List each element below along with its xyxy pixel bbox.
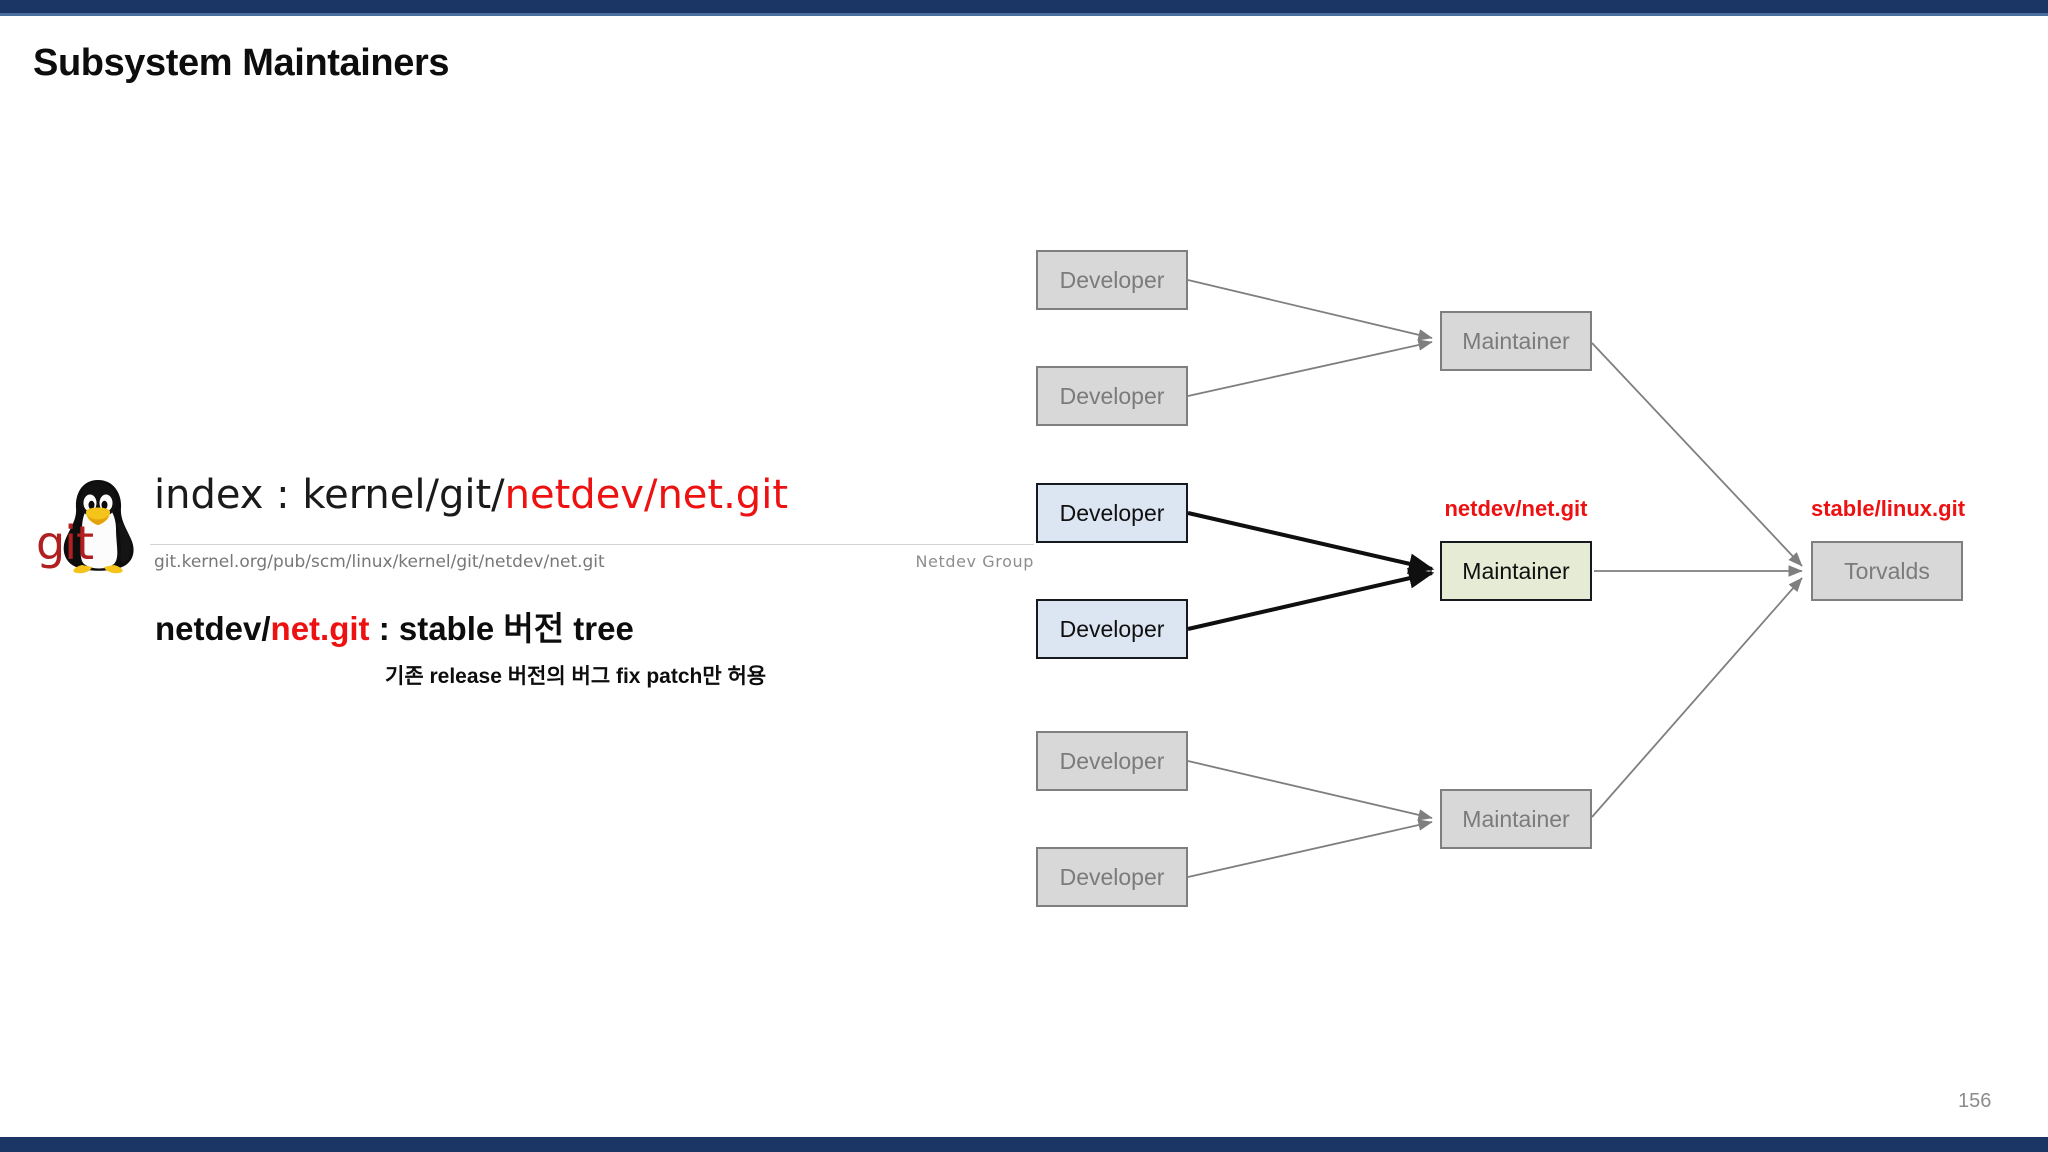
- cgit-owner: Netdev Group: [915, 552, 1034, 571]
- edge-group-bottom: [1187, 760, 1433, 878]
- caption-main: netdev/net.git : stable 버전 tree: [155, 602, 634, 650]
- edge-group-to-torvalds: [1591, 342, 1803, 818]
- node-label: Maintainer: [1462, 327, 1570, 354]
- node-developer-bottom-1[interactable]: Developer: [1036, 731, 1188, 791]
- top-accent-bar: [0, 0, 2048, 13]
- node-label: Maintainer: [1462, 805, 1570, 832]
- node-label: Developer: [1059, 615, 1165, 642]
- edge-group-middle: [1187, 511, 1435, 631]
- node-label: Developer: [1059, 747, 1165, 774]
- node-developer-top-2[interactable]: Developer: [1036, 366, 1188, 426]
- node-label: Developer: [1059, 266, 1165, 293]
- node-label: Torvalds: [1844, 557, 1930, 584]
- node-label: Developer: [1059, 499, 1165, 526]
- bottom-accent-bar: [0, 1137, 2048, 1152]
- cgit-url: git.kernel.org/pub/scm/linux/kernel/git/…: [154, 552, 605, 572]
- git-wordmark: git: [36, 516, 94, 570]
- node-torvalds[interactable]: Torvalds: [1811, 541, 1963, 601]
- cgit-header-block: git index : kernel/git/netdev/net.git gi…: [32, 472, 1034, 582]
- cgit-index-repo: netdev/net.git: [504, 472, 788, 518]
- node-label: Developer: [1059, 863, 1165, 890]
- node-label: Maintainer: [1462, 557, 1570, 584]
- node-maintainer-top[interactable]: Maintainer: [1440, 311, 1592, 371]
- edge-group-top: [1187, 279, 1433, 397]
- node-maintainer-bottom[interactable]: Maintainer: [1440, 789, 1592, 849]
- cgit-index-line: index : kernel/git/netdev/net.git: [154, 472, 788, 518]
- caption-sub: 기존 release 버전의 버그 fix patch만 허용: [385, 665, 767, 688]
- caption-main-prefix: netdev/: [155, 610, 271, 647]
- cgit-divider: [150, 544, 1034, 545]
- repo-label-stable-linux-git: stable/linux.git: [1811, 496, 1966, 521]
- node-developer-middle-1[interactable]: Developer: [1036, 483, 1188, 543]
- tux-penguin-icon: [63, 480, 134, 574]
- caption-main-suffix: : stable 버전 tree: [369, 610, 634, 647]
- page-number: 156: [1958, 1090, 1992, 1112]
- node-developer-middle-2[interactable]: Developer: [1036, 599, 1188, 659]
- node-developer-bottom-2[interactable]: Developer: [1036, 847, 1188, 907]
- page-title: Subsystem Maintainers: [33, 42, 450, 84]
- cgit-index-prefix: index : kernel/git/: [154, 472, 505, 518]
- caption-main-accent: net.git: [270, 610, 370, 647]
- node-maintainer-middle[interactable]: Maintainer: [1440, 541, 1592, 601]
- top-accent-bar-line: [0, 13, 2048, 16]
- repo-label-netdev-net-git: netdev/net.git: [1444, 496, 1588, 521]
- node-label: Developer: [1059, 382, 1165, 409]
- node-developer-top-1[interactable]: Developer: [1036, 250, 1188, 310]
